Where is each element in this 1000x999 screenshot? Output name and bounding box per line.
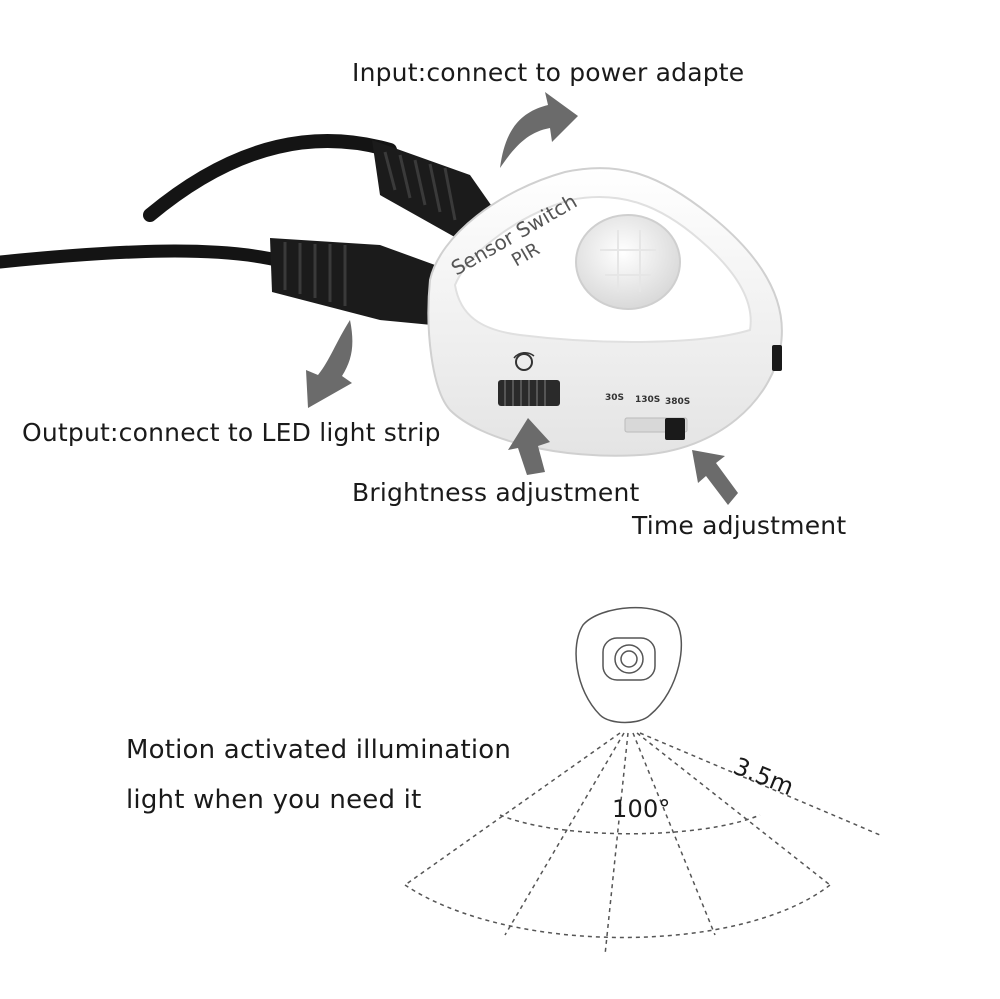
input-label: Input:connect to power adapte <box>352 58 745 87</box>
motion-text-line2: light when you need it <box>126 785 422 815</box>
brightness-label: Brightness adjustment <box>352 478 640 507</box>
brightness-dial[interactable] <box>498 380 560 406</box>
arrow-down-left-icon <box>306 320 353 408</box>
time-label: Time adjustment <box>632 511 847 540</box>
power-plug <box>372 140 505 240</box>
detection-diagram <box>404 606 881 956</box>
arrow-up-right-icon <box>500 92 578 168</box>
motion-text-line1: Motion activated illumination <box>126 735 512 765</box>
pir-lens <box>575 214 681 310</box>
angle-label: 100° <box>612 795 671 823</box>
side-button[interactable] <box>772 345 782 371</box>
output-label: Output:connect to LED light strip <box>22 418 441 447</box>
output-plug <box>270 238 435 325</box>
arrow-up-icon <box>508 418 550 475</box>
time-130s: 130S <box>635 395 660 405</box>
bulb-dial-icon <box>513 352 535 371</box>
output-cable <box>0 244 292 269</box>
time-slider[interactable] <box>624 417 688 440</box>
time-380s: 380S <box>665 397 690 407</box>
sensor-outline <box>575 606 683 724</box>
sensor-device: Sensor Switch PIR 30S 130S 380S <box>427 166 783 457</box>
device-photo: Sensor Switch PIR 30S 130S 380S <box>0 92 783 505</box>
power-cable <box>143 134 397 222</box>
detection-fan <box>404 732 881 956</box>
time-30s: 30S <box>605 393 624 403</box>
arrow-up-left-icon <box>692 450 738 505</box>
